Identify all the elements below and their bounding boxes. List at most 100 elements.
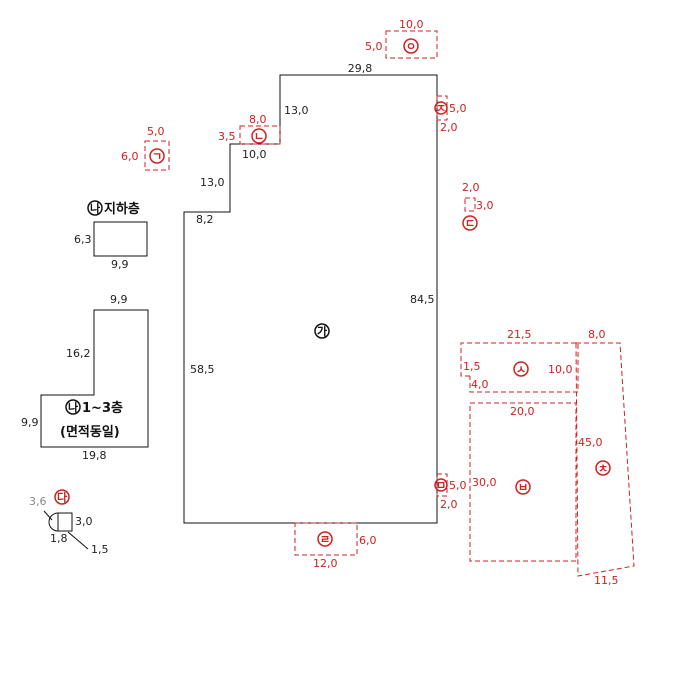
mark-text: 가 bbox=[317, 324, 327, 338]
annex-mieum: 5,0 2,0 ㅁ bbox=[434, 473, 467, 511]
annex-mieum-mark: ㅁ bbox=[436, 479, 446, 492]
annex-chieut-dim-0: 8,0 bbox=[588, 328, 606, 341]
annex-digeut-mark-circle bbox=[462, 215, 478, 231]
main-dim-top: 29,8 bbox=[348, 62, 373, 75]
annex-ieung: 10,0 5,0 ㅇ bbox=[365, 18, 438, 59]
annex-bieup: 20,0 30,0 ㅂ bbox=[469, 402, 577, 562]
basement-dim-width: 9,9 bbox=[111, 258, 129, 271]
upper-dim-vertical: 16,2 bbox=[66, 347, 91, 360]
upper-note: (면적동일) bbox=[60, 424, 120, 440]
main-dim-left: 58,5 bbox=[190, 363, 215, 376]
basement-mark-text: 나 bbox=[90, 201, 100, 215]
basement-block: 나 지하층 6,3 9,9 bbox=[74, 200, 148, 271]
upper-title: 1~3층 bbox=[82, 400, 123, 416]
small-item-dim-d: 1,5 bbox=[91, 543, 109, 556]
small-item-dim-a: 3,6 bbox=[29, 495, 47, 508]
main-building-mark: 가 bbox=[314, 323, 330, 339]
upper-dim-bottom: 19,8 bbox=[82, 449, 107, 462]
annex-rieul: 6,0 12,0 ㄹ bbox=[294, 522, 377, 570]
annex-bieup-dim-1: 30,0 bbox=[472, 476, 497, 489]
annex-siot-mark: ㅅ bbox=[516, 363, 526, 376]
upper-dim-left: 9,9 bbox=[21, 416, 39, 429]
annex-siot-dim-1: 10,0 bbox=[548, 363, 573, 376]
basement-title: 지하층 bbox=[104, 201, 140, 217]
annex-chieut-mark-circle bbox=[595, 460, 611, 476]
small-item-dim-b: 3,0 bbox=[75, 515, 93, 528]
annex-ieung-dim-0: 10,0 bbox=[399, 18, 424, 31]
annex-jieut-dim-0: 5,0 bbox=[449, 102, 467, 115]
annex-ieung-dim-1: 5,0 bbox=[365, 40, 383, 53]
annex-digeut-mark: ㄷ bbox=[465, 217, 475, 230]
annex-ieung-mark: ㅇ bbox=[406, 40, 416, 53]
small-item-mark-text: 다 bbox=[57, 490, 68, 504]
annex-nieun-dim-1: 3,5 bbox=[218, 130, 236, 143]
annex-siot-dim-2: 1,5 bbox=[463, 360, 481, 373]
small-item-mark-circle bbox=[54, 489, 70, 505]
small-item-dim-c: 1,8 bbox=[50, 532, 68, 545]
small-item: 다 3,6 3,0 1,8 1,5 bbox=[29, 489, 109, 556]
annex-jieut-mark-circle bbox=[434, 101, 448, 115]
annex-nieun-outline bbox=[239, 125, 281, 145]
annex-rieul-dim-1: 6,0 bbox=[359, 534, 377, 547]
basement-dim-height: 6,3 bbox=[74, 233, 92, 246]
annex-chieut: 8,0 45,0 11,5 ㅊ bbox=[575, 328, 635, 587]
basement-mark-circle bbox=[87, 200, 103, 216]
annex-rieul-dim-0: 12,0 bbox=[313, 557, 338, 570]
annex-bieup-mark-circle bbox=[515, 479, 531, 495]
annex-bieup-dim-0: 20,0 bbox=[510, 405, 535, 418]
annex-rieul-outline bbox=[294, 522, 358, 556]
annex-nieun-mark-circle bbox=[251, 128, 267, 144]
annex-jieut-outline bbox=[436, 95, 448, 121]
annex-digeut: 2,0 3,0 ㄷ bbox=[462, 181, 494, 231]
annex-digeut-dim-1: 3,0 bbox=[476, 199, 494, 212]
annex-mieum-mark-circle bbox=[434, 478, 448, 492]
annex-nieun: 8,0 3,5 ㄴ bbox=[218, 113, 281, 145]
small-item-box bbox=[57, 512, 73, 532]
upper-floors-outline bbox=[40, 309, 149, 448]
annex-rieul-mark: ㄹ bbox=[320, 533, 330, 546]
annex-siot-dim-3: 4,0 bbox=[471, 378, 489, 391]
annex-chieut-outline bbox=[575, 342, 635, 577]
main-dim-step1-horiz: 10,0 bbox=[242, 148, 267, 161]
small-item-leader-d bbox=[67, 531, 89, 550]
annex-mieum-dim-1: 2,0 bbox=[440, 498, 458, 511]
annex-siot-mark-circle bbox=[513, 361, 529, 377]
annex-siot-dim-0: 21,5 bbox=[507, 328, 532, 341]
annex-bieup-outline bbox=[469, 402, 577, 562]
annex-jieut-mark: ㅈ bbox=[436, 102, 446, 115]
small-item-arc bbox=[48, 512, 59, 532]
annex-nieun-dim-0: 8,0 bbox=[249, 113, 267, 126]
annex-digeut-dim-0: 2,0 bbox=[462, 181, 480, 194]
annex-ieung-mark-circle bbox=[403, 38, 419, 54]
main-dim-step2-horiz: 8,2 bbox=[196, 213, 214, 226]
annex-giyeok-dim-1: 6,0 bbox=[121, 150, 139, 163]
main-dim-right: 84,5 bbox=[410, 293, 435, 306]
annex-chieut-mark: ㅊ bbox=[598, 462, 608, 475]
upper-mark-circle bbox=[65, 399, 81, 415]
mark-circle bbox=[314, 323, 330, 339]
main-dim-step1-vert: 13,0 bbox=[284, 104, 309, 117]
annex-chieut-dim-2: 11,5 bbox=[594, 574, 619, 587]
annex-siot-outline bbox=[460, 342, 579, 393]
annex-ieung-outline bbox=[385, 30, 438, 59]
annex-digeut-outline bbox=[464, 197, 476, 212]
basement-outline bbox=[93, 221, 148, 257]
annex-siot: 21,5 10,0 1,5 4,0 ㅅ bbox=[460, 328, 579, 393]
annex-chieut-dim-1: 45,0 bbox=[578, 436, 603, 449]
main-dim-step2-vert: 13,0 bbox=[200, 176, 225, 189]
upper-dim-top: 9,9 bbox=[110, 293, 128, 306]
annex-giyeok-dim-0: 5,0 bbox=[147, 125, 165, 138]
annex-giyeok-mark-circle bbox=[149, 148, 165, 164]
annex-giyeok-outline bbox=[144, 140, 170, 171]
upper-floors-block: 9,9 16,2 9,9 19,8 나 1~3층 (면적동일) bbox=[21, 293, 149, 462]
annex-nieun-mark: ㄴ bbox=[254, 130, 264, 143]
annex-giyeok-mark: ㄱ bbox=[152, 150, 162, 163]
upper-mark-text: 나 bbox=[68, 400, 78, 414]
annex-bieup-mark: ㅂ bbox=[518, 481, 528, 494]
annex-jieut-dim-1: 2,0 bbox=[440, 121, 458, 134]
small-item-leader-a bbox=[43, 510, 53, 521]
annex-mieum-dim-0: 5,0 bbox=[449, 479, 467, 492]
annex-giyeok: 5,0 6,0 ㄱ bbox=[121, 125, 170, 171]
annex-rieul-mark-circle bbox=[317, 531, 333, 547]
